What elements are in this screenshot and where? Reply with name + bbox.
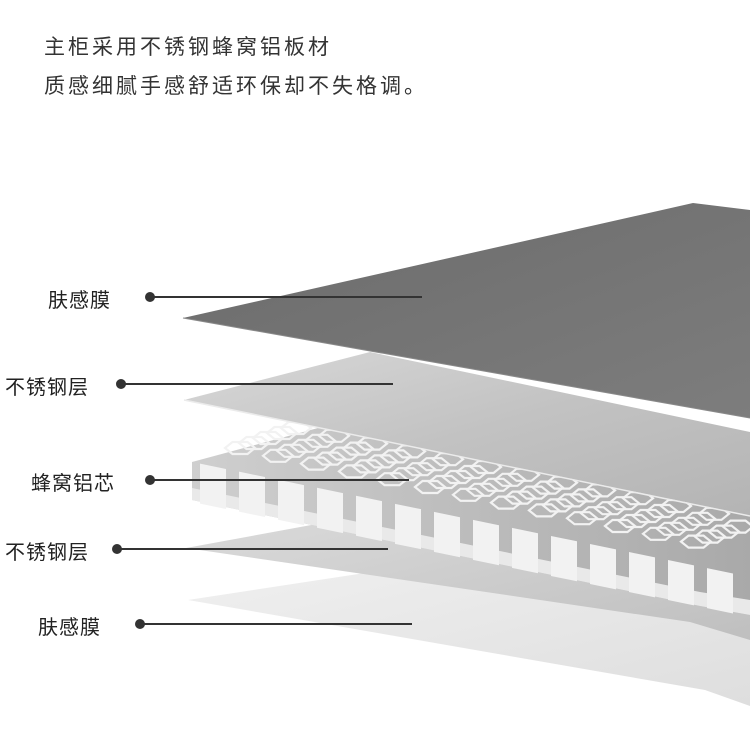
honeycomb-wall <box>317 487 343 534</box>
honeycomb-wall <box>512 527 538 574</box>
honeycomb-wall <box>395 503 421 550</box>
honeycomb-wall <box>473 519 499 566</box>
honeycomb-wall <box>668 560 694 606</box>
label-bottom-steel: 不锈钢层 <box>5 540 89 564</box>
honeycomb-wall <box>551 535 577 582</box>
bottom-steel-layer <box>186 505 750 640</box>
honeycomb-cells <box>200 420 750 614</box>
top-steel-edge <box>183 399 750 517</box>
leader-lines <box>112 292 422 629</box>
top-film-layer <box>183 203 750 418</box>
honeycomb-wall <box>434 511 460 558</box>
top-film-edge <box>182 317 750 419</box>
top-steel-layer <box>184 352 750 516</box>
honeycomb-core <box>192 420 750 615</box>
label-core: 蜂窝铝芯 <box>31 471 115 495</box>
honeycomb-wall <box>200 463 226 510</box>
honeycomb-wall <box>239 471 265 518</box>
honeycomb-cell <box>721 519 750 534</box>
label-top-steel: 不锈钢层 <box>5 375 89 399</box>
honeycomb-wall <box>590 543 616 590</box>
honeycomb-wall <box>278 479 304 526</box>
honeycomb-wall <box>707 568 733 614</box>
honeycomb-wall <box>629 552 655 598</box>
heading-line-2: 质感细腻手感舒适环保却不失格调。 <box>44 74 428 98</box>
label-top-film: 肤感膜 <box>48 288 111 312</box>
heading-line-1: 主柜采用不锈钢蜂窝铝板材 <box>44 35 332 59</box>
honeycomb-wall <box>356 495 382 542</box>
label-bottom-film: 肤感膜 <box>38 615 101 639</box>
